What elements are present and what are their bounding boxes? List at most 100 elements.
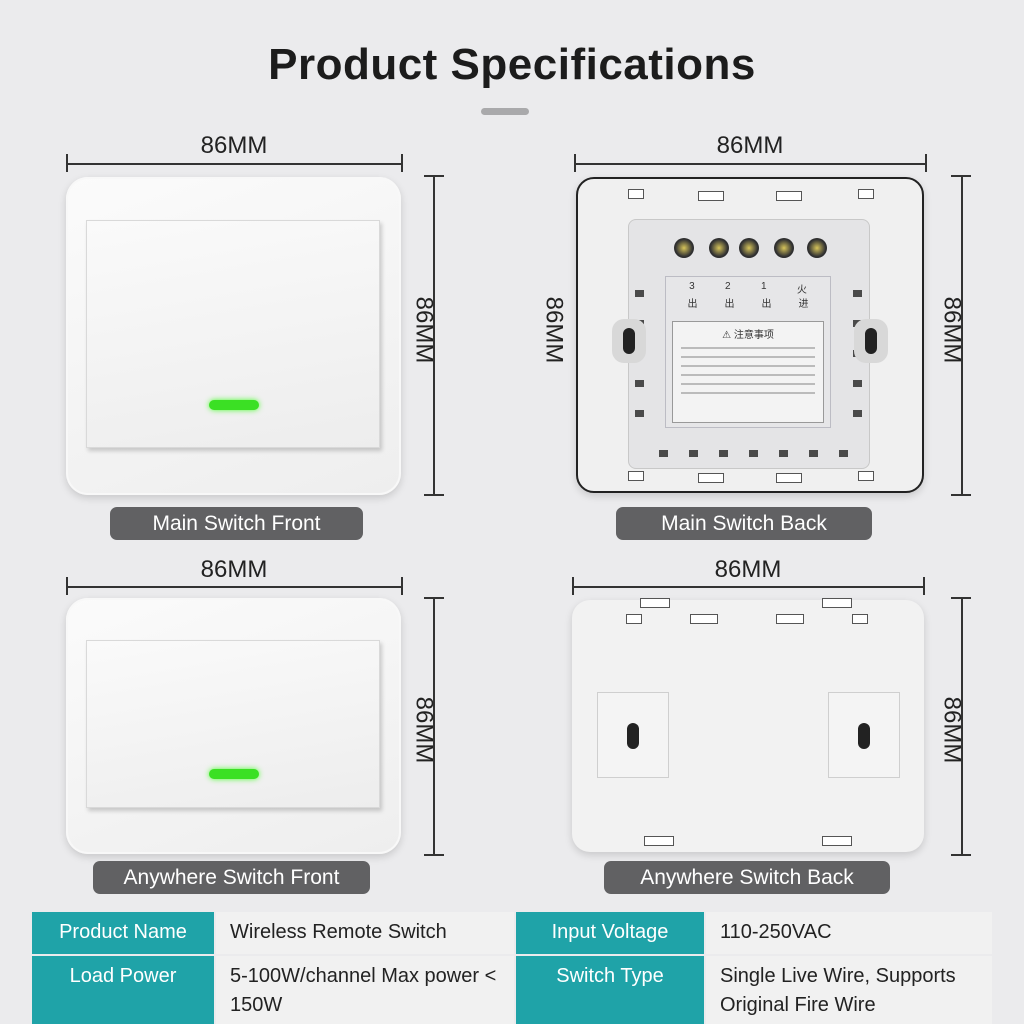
vent-slot xyxy=(779,450,788,457)
spec-value-load-power: 5-100W/channel Max power < 150W xyxy=(216,956,514,1024)
vent-slot xyxy=(719,450,728,457)
dimension-tick xyxy=(401,154,403,172)
mount-clip xyxy=(640,598,670,608)
anywhere-switch-back-plate xyxy=(572,598,924,852)
dimension-line xyxy=(574,163,926,165)
main-switch-front-label: Main Switch Front xyxy=(110,507,363,540)
terminal-screw xyxy=(709,238,729,258)
main-switch-back-plate: 3 2 1 火 出 出 出 进 ⚠ 注意事项 xyxy=(576,177,924,493)
vent-slot xyxy=(635,380,644,387)
mount-clip xyxy=(698,191,724,201)
main-switch-rocker[interactable] xyxy=(86,220,380,448)
dimension-line xyxy=(433,597,435,855)
vent-slot xyxy=(839,450,848,457)
anywhere-switch-front-label: Anywhere Switch Front xyxy=(93,861,370,894)
spec-sticker: 3 2 1 火 出 出 出 进 ⚠ 注意事项 xyxy=(665,276,831,428)
terminal-label: 3 xyxy=(689,281,695,292)
mount-clip xyxy=(776,191,802,201)
warning-triangle-icon: ⚠ xyxy=(722,330,732,341)
mount-hole xyxy=(623,328,635,354)
main-switch-front-plate xyxy=(66,177,401,495)
dimension-tick xyxy=(424,494,444,496)
spec-header-product-name: Product Name xyxy=(32,912,214,954)
main-back-width-label: 86MM xyxy=(716,132,784,159)
warning-text-line xyxy=(681,383,815,385)
warning-title: ⚠ 注意事项 xyxy=(673,326,823,341)
dimension-tick xyxy=(951,854,971,856)
mount-clip xyxy=(858,189,874,199)
dimension-line xyxy=(961,175,963,495)
main-back-inner-height-label: 86MM xyxy=(540,296,568,364)
vent-slot xyxy=(659,450,668,457)
terminal-sub-labels: 出 出 出 进 xyxy=(674,295,822,310)
dimension-tick xyxy=(951,175,971,177)
dimension-line xyxy=(66,586,402,588)
dimension-tick xyxy=(424,597,444,599)
vent-slot xyxy=(749,450,758,457)
spec-value-input-voltage: 110-250VAC xyxy=(706,912,992,954)
mount-ear-left xyxy=(612,319,646,363)
mount-hole xyxy=(627,723,639,749)
mount-clip xyxy=(858,471,874,481)
main-front-height-label: 86MM xyxy=(410,296,438,364)
anywhere-back-height-label: 86MM xyxy=(938,696,966,764)
terminal-screw xyxy=(674,238,694,258)
mount-hole xyxy=(865,328,877,354)
spec-header-switch-type: Switch Type xyxy=(516,956,704,1024)
main-back-height-label: 86MM xyxy=(938,296,966,364)
mount-clip xyxy=(822,598,852,608)
warning-text-line xyxy=(681,392,815,394)
mount-pad-right xyxy=(828,692,900,778)
dimension-line xyxy=(961,597,963,855)
mount-pad-left xyxy=(597,692,669,778)
warning-text-line xyxy=(681,356,815,358)
terminal-screw xyxy=(739,238,759,258)
mount-clip xyxy=(822,836,852,846)
spec-value-product-name: Wireless Remote Switch xyxy=(216,912,514,954)
warning-text-line xyxy=(681,347,815,349)
spec-header-load-power: Load Power xyxy=(32,956,214,1024)
dimension-tick xyxy=(424,854,444,856)
mount-clip xyxy=(690,614,718,624)
anywhere-switch-front-plate xyxy=(66,598,401,854)
vent-slot xyxy=(853,410,862,417)
mount-ear-right xyxy=(854,319,888,363)
spec-value-switch-type: Single Live Wire, Supports Original Fire… xyxy=(706,956,992,1024)
vent-slot xyxy=(853,380,862,387)
terminal-screw xyxy=(774,238,794,258)
page-title: Product Specifications xyxy=(268,40,756,89)
spec-header-input-voltage: Input Voltage xyxy=(516,912,704,954)
terminal-labels: 3 2 1 火 xyxy=(674,281,822,296)
mount-clip xyxy=(776,473,802,483)
terminal-screw xyxy=(807,238,827,258)
anywhere-back-width-label: 86MM xyxy=(714,556,782,583)
dimension-tick xyxy=(572,577,574,595)
mount-clip xyxy=(628,189,644,199)
dimension-tick xyxy=(925,154,927,172)
title-underline xyxy=(481,108,529,115)
dimension-tick xyxy=(951,494,971,496)
mount-clip xyxy=(698,473,724,483)
terminal-sub-label: 出 xyxy=(724,299,735,310)
mount-clip xyxy=(852,614,868,624)
main-front-width-label: 86MM xyxy=(200,132,268,159)
warning-title-text: 注意事项 xyxy=(733,330,774,341)
mount-clip xyxy=(776,614,804,624)
mount-hole xyxy=(858,723,870,749)
main-switch-back-label: Main Switch Back xyxy=(616,507,872,540)
anywhere-switch-back-label: Anywhere Switch Back xyxy=(604,861,890,894)
dimension-line xyxy=(66,163,402,165)
vent-slot xyxy=(635,290,644,297)
terminal-label: 2 xyxy=(725,281,731,292)
indicator-led xyxy=(209,769,259,779)
module-housing: 3 2 1 火 出 出 出 进 ⚠ 注意事项 xyxy=(628,219,870,469)
dimension-tick xyxy=(574,154,576,172)
terminal-sub-label: 出 xyxy=(761,299,772,310)
dimension-tick xyxy=(401,577,403,595)
mount-clip xyxy=(644,836,674,846)
vent-slot xyxy=(635,410,644,417)
terminal-label: 1 xyxy=(760,281,767,292)
anywhere-switch-rocker[interactable] xyxy=(86,640,380,808)
terminal-sub-label: 进 xyxy=(798,299,809,310)
warning-text-line xyxy=(681,365,815,367)
